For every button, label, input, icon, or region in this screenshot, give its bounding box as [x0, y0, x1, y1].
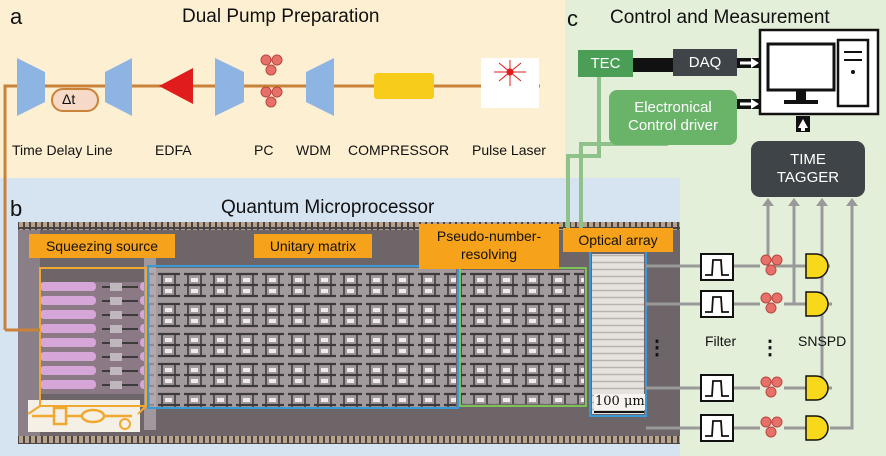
- tagger-input-arrows: [762, 198, 858, 206]
- unitary-outline: [147, 265, 459, 409]
- panel-b-letter: b: [10, 196, 23, 221]
- laser-starburst-icon: [494, 60, 526, 86]
- label-edfa: EDFA: [155, 142, 192, 158]
- fiber-line: [3, 84, 540, 330]
- computer-icon: [758, 28, 880, 116]
- delay-lens-left: [17, 58, 45, 116]
- label-wdm: WDM: [296, 142, 331, 158]
- panel-a-title: Dual Pump Preparation: [182, 6, 380, 27]
- daq-box-shape: [673, 49, 737, 76]
- inset-connector: [27, 405, 147, 415]
- channel-ellipsis-left: ⋮: [647, 337, 667, 359]
- tagger-label-line1: TIME: [790, 151, 826, 168]
- pnr-mesh-region: [460, 270, 584, 404]
- edfa-symbol: [159, 68, 193, 104]
- scale-bar-label: 100 μm: [595, 394, 645, 409]
- panel-a-letter: a: [10, 4, 23, 29]
- panel-a-background: [0, 0, 565, 178]
- label-compressor: COMPRESSOR: [348, 142, 450, 158]
- unitary-mesh-region: [148, 268, 456, 408]
- tag-optical-array: Optical array: [563, 228, 673, 252]
- tag-unitary-matrix: Unitary matrix: [254, 234, 372, 258]
- channel-ellipsis-right: ⋮: [760, 337, 780, 359]
- pump-optical-path: [3, 54, 540, 330]
- time-tagger-shape: [751, 141, 865, 197]
- polarization-controller-icons: [760, 254, 783, 438]
- tag-squeezing-source: Squeezing source: [29, 234, 175, 258]
- squeezing-outline: [39, 267, 147, 407]
- delay-stage: [51, 88, 99, 112]
- bond-pads-top: [18, 222, 680, 230]
- wdm-lens: [306, 58, 334, 116]
- daq-label: DAQ: [688, 54, 722, 71]
- tag-pnr-line1: Pseudo-number-: [436, 228, 542, 244]
- label-filter: Filter: [705, 333, 737, 349]
- label-snspd: SNSPD: [798, 333, 847, 349]
- delay-symbol: Δt: [62, 91, 76, 107]
- panel-c-letter: c: [567, 6, 578, 31]
- tag-pnr-line2: resolving: [460, 246, 518, 262]
- delay-lens-right: [105, 58, 132, 116]
- pc-paddles: [260, 54, 283, 108]
- tagger-label: TIME TAGGER: [751, 151, 865, 187]
- label-pulse-laser: Pulse Laser: [472, 142, 546, 158]
- label-time-delay-line: Time Delay Line: [12, 142, 113, 158]
- optical-array-region: [592, 254, 644, 414]
- pc-lens: [215, 58, 244, 116]
- squeezing-source-region: [40, 282, 144, 394]
- compressor-block: [374, 73, 434, 99]
- tec-label: TEC: [590, 55, 621, 72]
- bond-pads-bottom: [18, 436, 680, 444]
- driver-box-shape: [609, 90, 737, 145]
- tec-box-shape: [578, 50, 633, 77]
- panel-c-title: Control and Measurement: [610, 7, 830, 28]
- tagger-label-line2: TAGGER: [776, 169, 840, 186]
- filter-icons: [700, 253, 734, 442]
- driver-label: Electronical Control driver: [609, 99, 737, 135]
- snspd-detector-icons: [805, 253, 829, 441]
- driver-label-line2: Control driver: [627, 117, 719, 134]
- tag-pnr: Pseudo-number- resolving: [419, 224, 559, 269]
- panel-b-title: Quantum Microprocessor: [221, 197, 435, 218]
- driver-label-line1: Electronical: [634, 99, 712, 116]
- label-pc: PC: [254, 142, 274, 158]
